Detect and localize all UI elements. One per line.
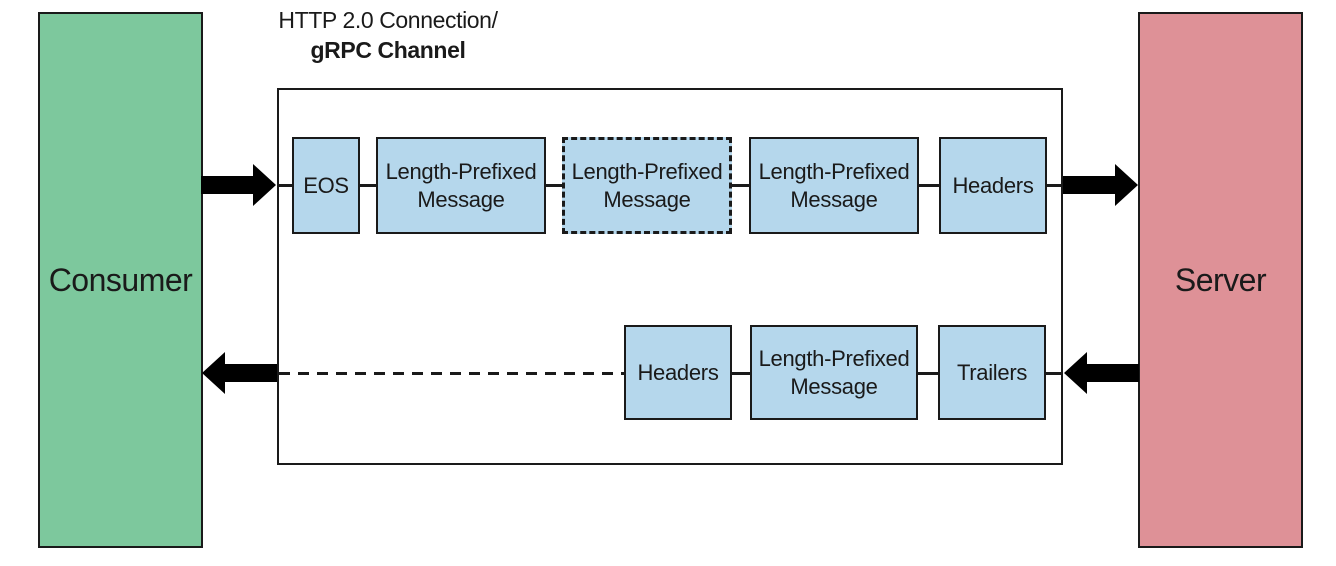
length-prefixed-message-label: Length-Prefixed Message	[571, 158, 723, 212]
arrow-right-icon	[1063, 163, 1139, 207]
server-label: Server	[1174, 261, 1267, 298]
response-headers-box: Headers	[624, 325, 732, 420]
eos-frame-box: EOS	[292, 137, 360, 234]
connector-line	[360, 184, 376, 187]
request-headers-box: Headers	[939, 137, 1047, 234]
trailers-box: Trailers	[938, 325, 1046, 420]
length-prefixed-message-box-2-dashed: Length-Prefixed Message	[562, 137, 732, 234]
connector-line	[277, 184, 292, 187]
channel-title-line2: gRPC Channel	[310, 37, 466, 63]
arrow-left-icon	[201, 351, 277, 395]
connector-line	[919, 184, 939, 187]
connector-line	[732, 184, 749, 187]
server-box: Server	[1138, 12, 1303, 548]
length-prefixed-message-box-4: Length-Prefixed Message	[750, 325, 918, 420]
arrow-right-icon	[201, 163, 277, 207]
connector-line	[918, 372, 938, 375]
arrow-left-icon	[1063, 351, 1139, 395]
length-prefixed-message-box-1: Length-Prefixed Message	[376, 137, 546, 234]
connector-line	[732, 372, 750, 375]
consumer-box: Consumer	[38, 12, 203, 548]
connector-line	[546, 184, 562, 187]
connector-line	[1047, 184, 1063, 187]
connector-line	[1046, 372, 1063, 375]
length-prefixed-message-label: Length-Prefixed Message	[758, 345, 910, 399]
length-prefixed-message-label: Length-Prefixed Message	[758, 158, 910, 212]
channel-title-line1: HTTP 2.0 Connection/	[278, 7, 498, 33]
consumer-label: Consumer	[48, 261, 193, 298]
eos-label: EOS	[303, 172, 349, 198]
length-prefixed-message-box-3: Length-Prefixed Message	[749, 137, 919, 234]
headers-label: Headers	[952, 172, 1034, 198]
response-dashed-line	[279, 372, 624, 375]
length-prefixed-message-label: Length-Prefixed Message	[385, 158, 537, 212]
channel-title: HTTP 2.0 Connection/ gRPC Channel	[272, 5, 504, 65]
trailers-label: Trailers	[956, 359, 1028, 385]
headers-label: Headers	[637, 359, 719, 385]
